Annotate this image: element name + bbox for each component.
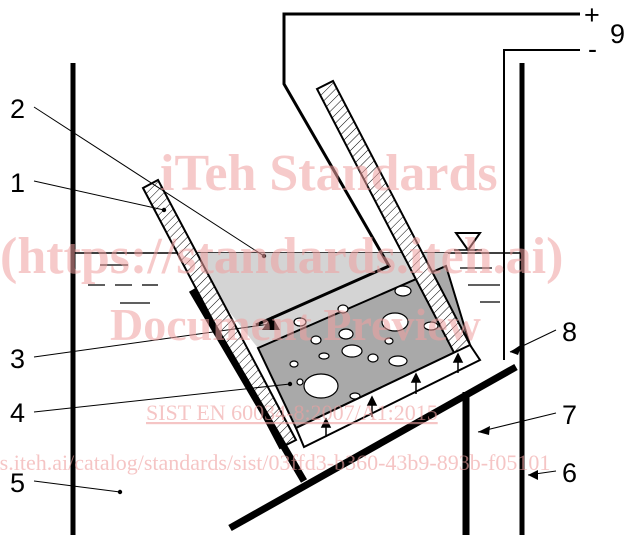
label-4: 4 <box>10 398 25 428</box>
label-7: 7 <box>562 400 577 430</box>
outer-support-left <box>188 288 308 483</box>
leader-arrow-6-icon <box>528 470 538 480</box>
label-5: 5 <box>10 468 25 498</box>
watermark-catalog-link: https://standards.iteh.ai/catalog/standa… <box>0 450 550 475</box>
leader-lines <box>33 106 557 493</box>
label-9: 9 <box>610 19 625 49</box>
electrode-tip-icon <box>262 316 280 330</box>
label-1: 1 <box>10 168 25 198</box>
polarity-plus: + <box>584 0 600 30</box>
inner-liquid <box>190 253 448 348</box>
electrode-positive <box>255 12 580 327</box>
flow-arrows <box>320 352 464 437</box>
liquid-dashes <box>88 264 500 304</box>
electrode-negative <box>503 49 580 360</box>
polarity-minus: - <box>588 34 597 64</box>
leader-arrow-8-icon <box>510 344 522 355</box>
watermark-title: iTeh Standards <box>160 145 498 202</box>
leader-arrow-7-icon <box>478 426 490 435</box>
watermark-url: (https://standards.iteh.ai) <box>0 228 563 285</box>
leader-dots <box>117 207 293 495</box>
label-2: 2 <box>10 94 25 124</box>
level-marker-icon <box>454 232 482 252</box>
watermark-preview: Document Preview <box>110 299 481 350</box>
sample-pores <box>289 285 439 400</box>
label-3: 3 <box>10 344 25 374</box>
porous-plate <box>294 343 482 449</box>
label-8: 8 <box>562 317 577 347</box>
watermark-standard: SIST EN 60034-8:2007/A1:2015 <box>146 400 438 425</box>
label-6: 6 <box>562 458 577 488</box>
